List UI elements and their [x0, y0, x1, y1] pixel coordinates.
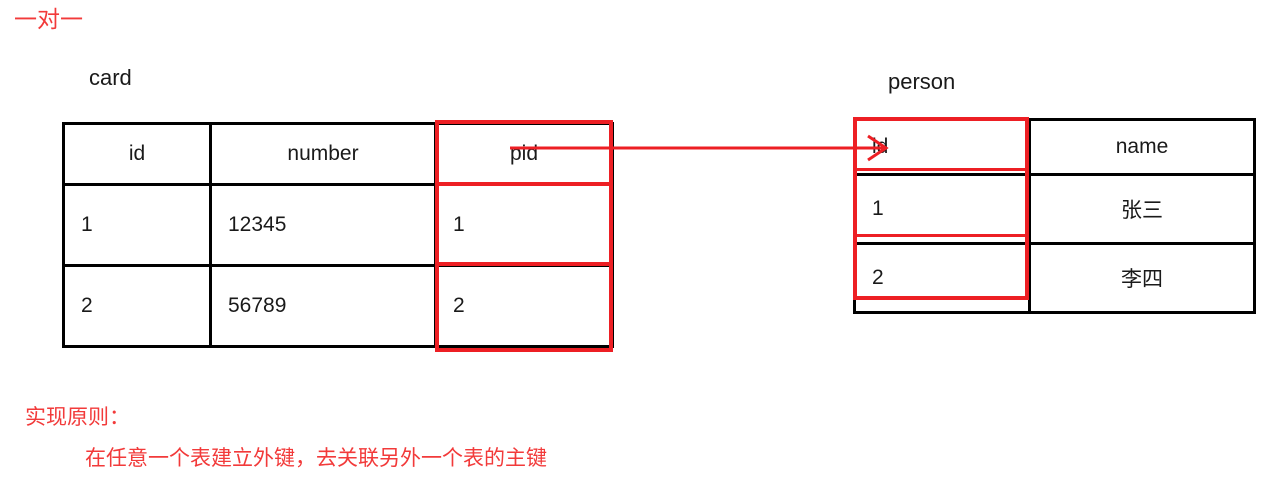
foreign-key-highlight-divider	[437, 262, 613, 266]
primary-key-highlight-divider	[855, 168, 1029, 171]
table-card: id number pid 1 12345 1 2 56789 2	[62, 122, 614, 348]
table-caption-card: card	[89, 65, 132, 90]
cell-card-id-2: 2	[62, 264, 212, 348]
table-row: id name	[853, 118, 1256, 176]
cell-card-pid-2: 2	[434, 264, 614, 348]
primary-key-highlight-divider	[855, 234, 1029, 237]
cell-card-id-1: 1	[62, 183, 212, 267]
column-header-card-number: number	[209, 122, 437, 186]
cell-card-number-1: 12345	[209, 183, 437, 267]
table-row: id number pid	[62, 122, 614, 186]
relationship-arrow-icon	[510, 134, 889, 162]
note-title: 实现原则：	[25, 406, 130, 429]
table-row: 1 12345 1	[62, 183, 614, 267]
cell-person-id-2: 2	[853, 242, 1031, 314]
page-title: 一对一	[14, 6, 83, 32]
column-header-card-id: id	[62, 122, 212, 186]
note-body: 在任意一个表建立外键，去关联另外一个表的主键	[85, 447, 547, 470]
table-caption-person: person	[888, 69, 956, 94]
table-person: id name 1 张三 2 李四	[853, 118, 1256, 314]
cell-card-number-2: 56789	[209, 264, 437, 348]
column-header-person-name: name	[1028, 118, 1256, 176]
table-row: 2 56789 2	[62, 264, 614, 348]
foreign-key-highlight-divider	[437, 182, 613, 186]
table-row: 2 李四	[853, 242, 1256, 314]
cell-person-name-1: 张三	[1028, 173, 1256, 245]
cell-card-pid-1: 1	[434, 183, 614, 267]
cell-person-name-2: 李四	[1028, 242, 1256, 314]
